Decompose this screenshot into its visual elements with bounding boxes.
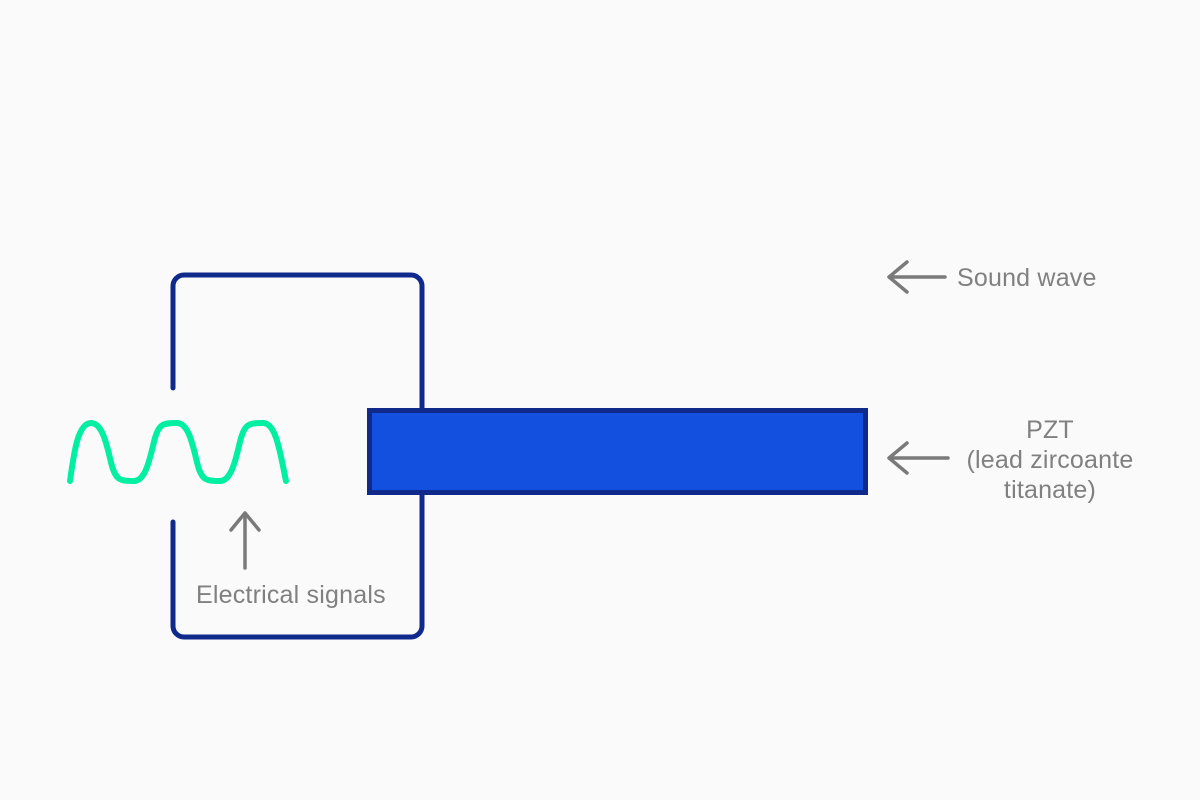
arrow-left-icon-sound-wave	[887, 260, 947, 294]
electrical-signals-arrow-head	[229, 511, 261, 532]
pzt-label: PZT (lead zircoante titanate)	[950, 415, 1150, 505]
pzt-label-line-1: PZT	[1026, 416, 1074, 444]
pzt-element-bar	[367, 408, 868, 495]
sine-wave-icon	[67, 420, 289, 484]
arrow-up-icon-electrical-signals	[229, 511, 261, 570]
pzt-arrow-head	[887, 441, 909, 475]
sound-wave-arrow-head	[887, 260, 909, 294]
pzt-label-line-3: titanate)	[1003, 476, 1097, 504]
pzt-label-line-2: (lead zircoante	[966, 446, 1134, 474]
signal-waveform-path	[67, 420, 289, 484]
sound-wave-label: Sound wave	[957, 264, 1097, 292]
arrow-left-icon-pzt	[887, 441, 950, 475]
electrical-signals-label: Electrical signals	[196, 581, 386, 609]
